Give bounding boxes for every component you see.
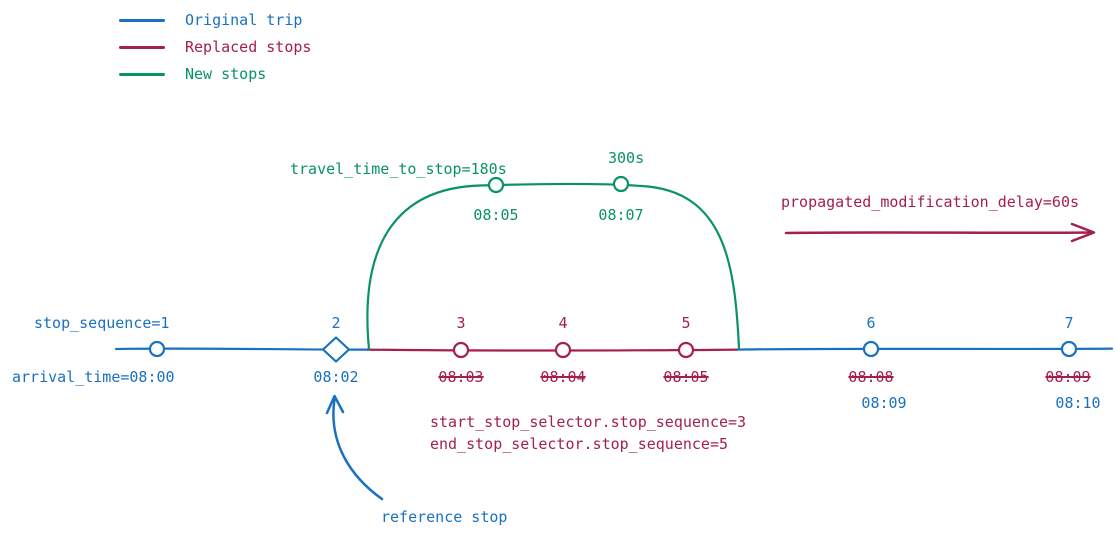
stop-6-new-time: 08:09 bbox=[861, 394, 907, 412]
propagated-delay-label: propagated_modification_delay=60s bbox=[781, 193, 1080, 211]
stop-4-old-time: 08:04 bbox=[540, 368, 586, 386]
stop-3-marker bbox=[452, 341, 470, 359]
propagation-arrowhead-icon bbox=[1070, 222, 1096, 243]
stop-7-marker bbox=[1060, 340, 1078, 358]
new-stop-1-marker bbox=[487, 176, 505, 194]
legend-label-new-stops: New stops bbox=[185, 65, 267, 83]
legend-swatch-original-trip bbox=[119, 19, 165, 22]
stop-2-arrival-time: 08:02 bbox=[313, 368, 359, 386]
stop-6-old-time: 08:08 bbox=[848, 368, 894, 386]
second-travel-time-label: 300s bbox=[608, 149, 645, 167]
replaced-stops-line bbox=[366, 348, 740, 352]
stop-5-marker bbox=[677, 341, 695, 359]
stop-3-sequence-label: 3 bbox=[456, 314, 466, 332]
legend-swatch-replaced-stops bbox=[119, 46, 165, 49]
new-stops-arc bbox=[366, 182, 741, 351]
stop-6-sequence-label: 6 bbox=[866, 314, 876, 332]
new-stop-2-time: 08:07 bbox=[598, 206, 644, 224]
stop-4-sequence-label: 4 bbox=[558, 314, 568, 332]
stop-5-old-time: 08:05 bbox=[663, 368, 709, 386]
stop-7-old-time: 08:09 bbox=[1045, 368, 1091, 386]
legend-label-replaced-stops: Replaced stops bbox=[185, 38, 312, 56]
stop-6-marker bbox=[862, 340, 880, 358]
reference-stop-label: reference stop bbox=[381, 508, 508, 526]
stop-1-marker bbox=[148, 340, 166, 358]
stop-7-new-time: 08:10 bbox=[1055, 394, 1101, 412]
reference-arrowhead-icon bbox=[325, 394, 345, 415]
new-stop-1-time: 08:05 bbox=[473, 206, 519, 224]
stop-1-sequence-label: stop_sequence=1 bbox=[34, 314, 170, 332]
legend-swatch-new-stops bbox=[119, 73, 165, 76]
stop-3-old-time: 08:03 bbox=[438, 368, 484, 386]
travel-time-label: travel_time_to_stop=180s bbox=[290, 160, 507, 178]
reference-arrow bbox=[332, 397, 384, 501]
propagation-arrow bbox=[784, 231, 1094, 235]
new-stop-2-marker bbox=[612, 175, 630, 193]
end-stop-selector-label: end_stop_selector.stop_sequence=5 bbox=[430, 435, 729, 453]
original-trip-line-right bbox=[736, 347, 1114, 351]
stop-2-reference-marker bbox=[321, 336, 351, 363]
stop-7-sequence-label: 7 bbox=[1064, 314, 1074, 332]
stop-2-sequence-label: 2 bbox=[331, 314, 341, 332]
legend-label-original-trip: Original trip bbox=[185, 11, 303, 29]
stop-4-marker bbox=[554, 341, 572, 359]
stop-1-arrival-time: arrival_time=08:00 bbox=[12, 368, 175, 386]
stop-5-sequence-label: 5 bbox=[681, 314, 691, 332]
start-stop-selector-label: start_stop_selector.stop_sequence=3 bbox=[430, 413, 747, 431]
